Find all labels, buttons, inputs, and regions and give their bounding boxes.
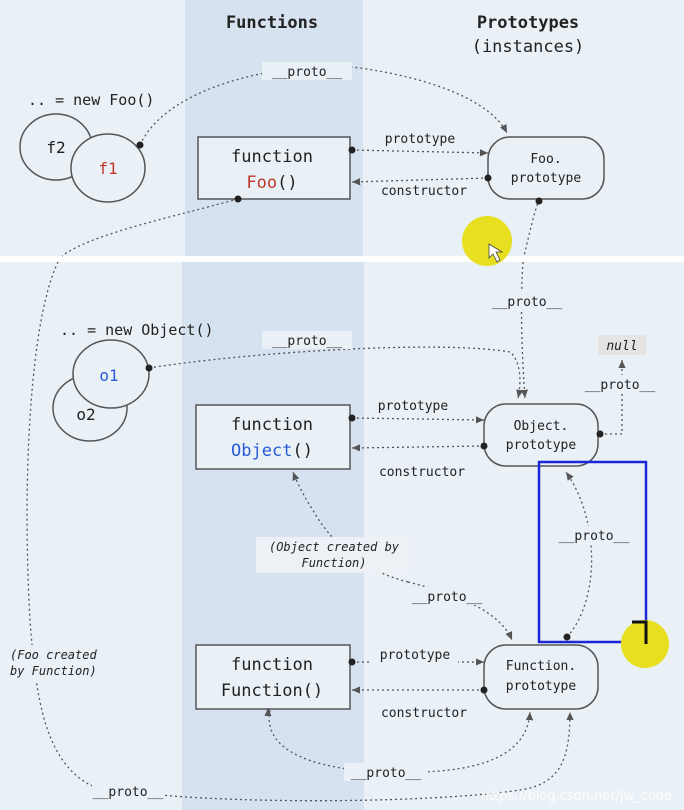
upper-proto-label: __proto__ <box>492 295 563 310</box>
o1-proto-link <box>148 346 524 399</box>
fooproto-proto-top-segment <box>523 198 540 257</box>
object-constructor-label: constructor <box>379 465 465 480</box>
object-created-note-bg <box>256 537 412 573</box>
f1-label: f1 <box>98 159 117 178</box>
foo-constructor-dot <box>484 174 492 182</box>
instances-header: (instances) <box>472 37 585 57</box>
object-prototype-box <box>483 403 599 467</box>
object-constructor-dot <box>480 442 488 450</box>
foo-created-note-bg <box>6 645 106 681</box>
o1-label: o1 <box>99 366 118 385</box>
o2-label: o2 <box>76 405 95 424</box>
null-proto-label-bg <box>576 375 664 393</box>
foo-proto-top-segment <box>61 198 239 257</box>
function-function-box <box>195 644 351 710</box>
function-self-proto-label-bg <box>344 763 428 781</box>
null-label: null <box>606 339 637 354</box>
function-foo-name: Foo() <box>246 173 297 193</box>
foo-prototype-label: prototype <box>385 132 456 147</box>
o1-proto-label: __proto__ <box>272 334 343 349</box>
foo-created-line1: (Foo created <box>10 648 97 662</box>
function-prototype-dot <box>348 658 356 666</box>
function-function-name: Function() <box>221 681 323 701</box>
foo-bottom-proto-label: __proto__ <box>93 785 164 800</box>
function-object-keyword: function <box>231 415 313 435</box>
foo-constructor-label-bg <box>374 182 474 199</box>
function-foo-box <box>197 136 351 200</box>
object-prototype-label: prototype <box>378 399 449 414</box>
null-badge <box>598 335 646 355</box>
functions-column-bottom <box>182 262 364 810</box>
objectproto-null-dot <box>596 430 604 438</box>
new-foo-label: .. = new Foo() <box>28 91 154 109</box>
function-constructor-label: constructor <box>381 706 467 721</box>
function-prototype-line1: Function. <box>506 659 576 674</box>
f1-proto-link <box>139 65 508 146</box>
object-prototype-label-bg <box>370 397 456 414</box>
new-object-label: .. = new Object() <box>60 321 214 339</box>
function-prototype-line2: prototype <box>506 679 577 694</box>
function-function-keyword: function <box>231 655 313 675</box>
object-prototype-line2: prototype <box>506 438 577 453</box>
function-foo-keyword: function <box>231 147 313 167</box>
function-object-name: Object() <box>231 441 313 461</box>
foo-prototype-box <box>487 136 605 200</box>
function-constructor-dot <box>480 686 488 694</box>
prototypes-header: Prototypes <box>477 13 579 33</box>
top-proto-label: __proto__ <box>272 65 343 80</box>
object-prototype-line1: Object. <box>514 419 569 434</box>
null-proto-label: __proto__ <box>585 378 656 393</box>
f2-label: f2 <box>46 138 65 157</box>
object-prototype-dot <box>348 414 356 422</box>
function-prototype-box <box>483 644 599 710</box>
panel-divider <box>0 256 684 262</box>
function-fn-proto-link <box>407 581 513 641</box>
function-constructor-label-bg <box>372 704 476 721</box>
f1-circle <box>70 133 146 203</box>
foo-prototype-line2: prototype <box>511 171 582 186</box>
f1-proto-dot <box>136 141 144 149</box>
foo-bottom-proto-label-bg <box>92 782 164 800</box>
o1-circle <box>72 339 150 409</box>
foo-created-line2: by Function) <box>10 664 97 678</box>
foo-prototype-line1: Foo. <box>530 152 561 167</box>
foo-constructor-label: constructor <box>381 184 467 199</box>
o1-proto-dot <box>145 364 153 372</box>
fooproto-proto-dot <box>535 197 543 205</box>
watermark: https://blog.csdn.net/jw_code <box>481 789 672 804</box>
object-created-line1: (Object created by <box>269 540 400 554</box>
o1-proto-label-bg <box>262 331 352 349</box>
foo-proto-origin-dot <box>234 195 242 203</box>
fnproto-obj-proto-label: __proto__ <box>559 529 630 544</box>
object-created-line2: Function) <box>301 556 366 570</box>
highlight-box <box>537 460 648 644</box>
function-fn-proto-label: __proto__ <box>412 590 483 605</box>
object-constructor-label-bg <box>370 463 474 480</box>
function-prototype-label: prototype <box>380 648 451 663</box>
mouse-pointer-icon <box>488 243 504 263</box>
function-fn-proto-label-bg <box>404 587 490 605</box>
function-self-proto-label: __proto__ <box>351 766 422 781</box>
function-object-box <box>195 404 351 470</box>
function-prototype-label-bg <box>372 646 458 663</box>
functions-column-top <box>185 0 363 256</box>
cursor-highlight-top <box>462 216 512 266</box>
fnproto-obj-proto-label-bg <box>552 526 636 544</box>
object-prototype-link <box>351 416 485 424</box>
upper-proto-label-bg <box>482 292 572 310</box>
functions-header: Functions <box>226 13 318 33</box>
object-constructor-link <box>351 444 485 452</box>
foo-prototype-dot <box>348 146 356 154</box>
highlight-corner-mark <box>632 620 648 644</box>
foo-proto-bottom-segment <box>26 261 574 802</box>
top-proto-label-bg <box>262 62 352 80</box>
foo-prototype-label-bg <box>378 130 462 147</box>
fnproto-objectproto-dot <box>563 633 571 641</box>
